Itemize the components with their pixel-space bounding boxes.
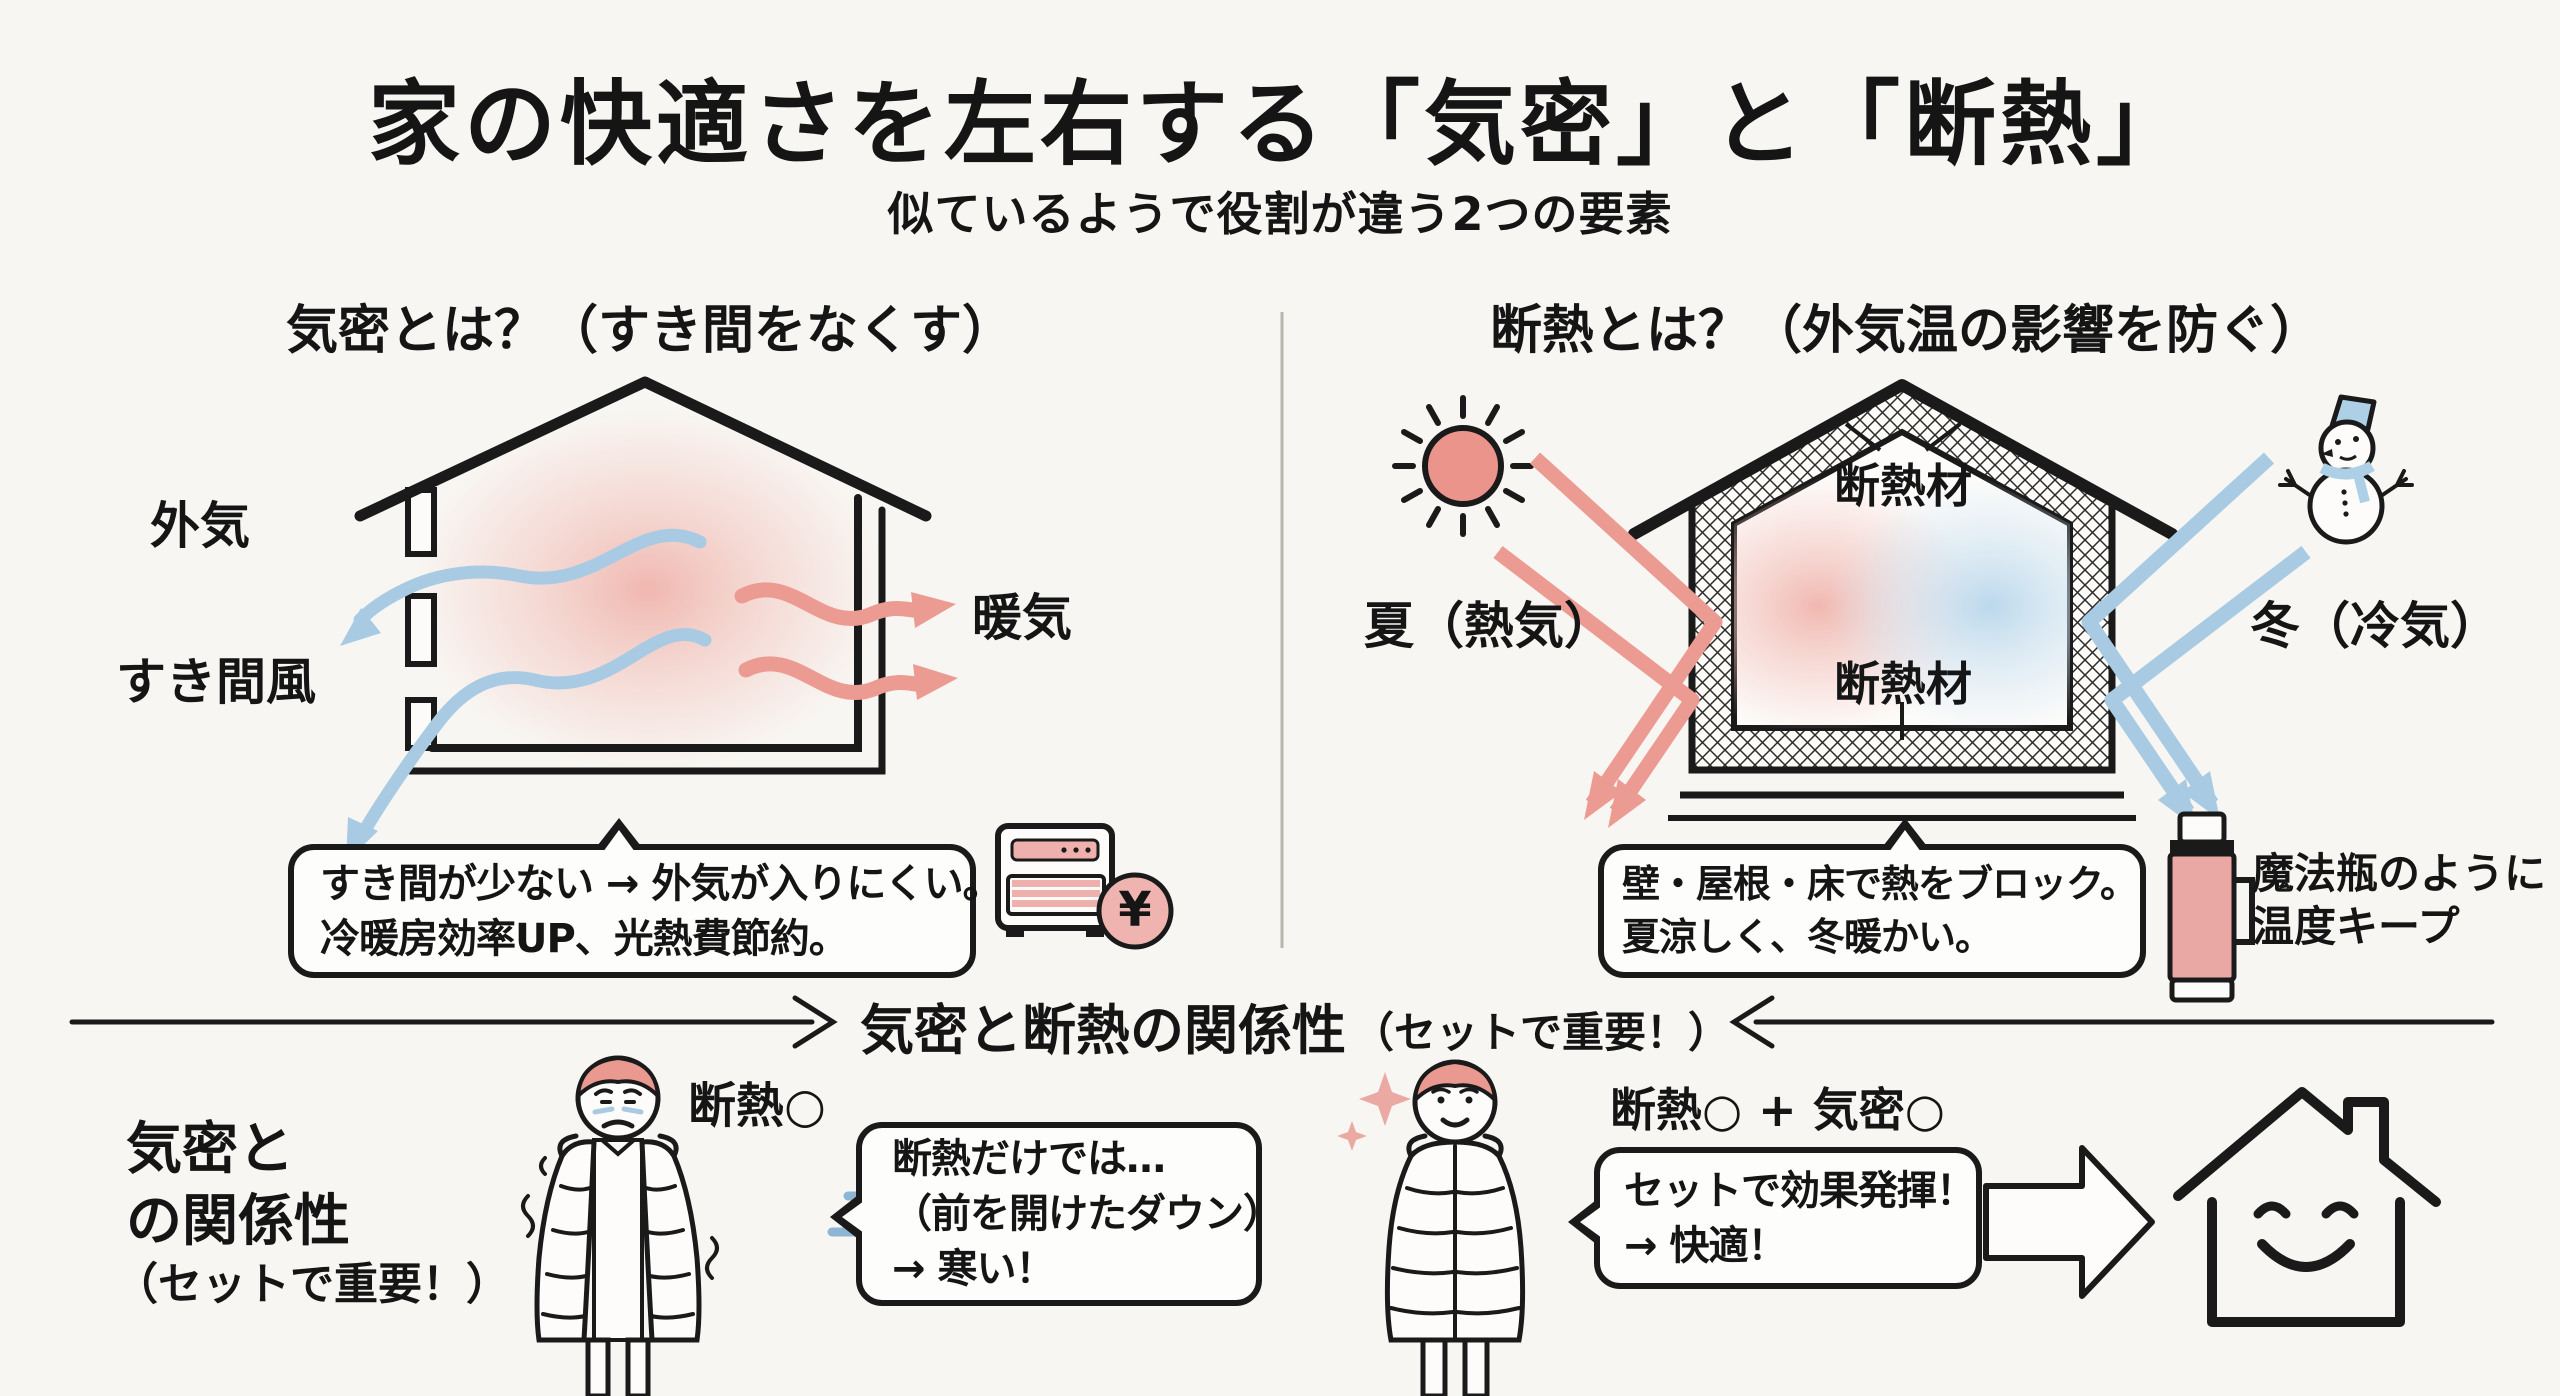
good-case-tag: 断熱○ + 気密○ xyxy=(1610,1083,1945,1137)
heater-icon xyxy=(995,823,1115,937)
hair xyxy=(1412,1059,1498,1106)
label-insulation-top: 断熱材 xyxy=(1834,459,1972,513)
insulation-callout-bubble: 壁・屋根・床で熱をブロック。 夏涼しく、冬暖かい。 xyxy=(1598,818,2146,978)
banner-arrows xyxy=(69,995,2495,1049)
shiver-marks xyxy=(521,1156,719,1280)
label-draft: すき間風 xyxy=(116,653,316,711)
smiling-house-icon xyxy=(2173,1087,2441,1327)
yen-coin-icon xyxy=(1096,872,1174,950)
good-bubble-line2: → 快適！ xyxy=(1624,1222,1787,1269)
sparkle-icon xyxy=(1337,1072,1411,1151)
insulated-house-icon xyxy=(1628,379,2178,821)
relation-caption-line2: の関係性 xyxy=(126,1189,350,1254)
good-case-bubble: セットで効果発揮！ → 快適！ xyxy=(1568,1147,1982,1289)
relation-banner-subtitle: （セットで重要！） xyxy=(1352,1008,1731,1057)
hair xyxy=(575,1055,661,1102)
yen-symbol: ¥ xyxy=(1118,882,1152,938)
summer-heat-arrow-icon xyxy=(1493,452,1723,828)
thermos-note-line2: 温度キープ xyxy=(2252,901,2460,951)
cold-air-arrow-icon xyxy=(340,528,712,862)
sun-icon xyxy=(1392,395,1534,537)
roof-overhang xyxy=(1628,379,2178,540)
warm-person-icon xyxy=(1337,1059,1526,1396)
relation-caption-line3: （セットで重要！） xyxy=(114,1259,510,1310)
page-subtitle: 似ているようで役割が違う2つの要素 xyxy=(887,187,1673,241)
big-result-arrow-icon xyxy=(1983,1145,2155,1299)
insulation-callout-line1: 壁・屋根・床で熱をブロック。 xyxy=(1622,862,2138,907)
label-summer: 夏（熱気） xyxy=(1364,597,1614,655)
bad-bubble-line2: （前を開けたダウン） xyxy=(892,1191,1283,1237)
thermos-icon xyxy=(2167,811,2255,1003)
insulation-callout-line2: 夏涼しく、冬暖かい。 xyxy=(1622,914,1993,959)
airtight-callout-line1: すき間が少ない → 外気が入りにくい。 xyxy=(320,860,1003,907)
roof xyxy=(354,376,932,522)
warm-air-arrow-icon xyxy=(734,582,958,701)
airtight-callout-bubble: すき間が少ない → 外気が入りにくい。 冷暖房効率UP、光熱費節約。 xyxy=(288,818,1003,978)
bad-bubble-line1: 断熱だけでは… xyxy=(892,1136,1166,1182)
cold-person-icon xyxy=(521,1055,719,1396)
insulation-label-pointers xyxy=(1844,422,1962,740)
snowman-icon xyxy=(2278,394,2414,545)
thermos-note-line1: 魔法瓶のように xyxy=(2252,849,2547,898)
relation-banner-title: 気密と断熱の関係性 xyxy=(860,999,1346,1062)
bad-bubble-line3: → 寒い！ xyxy=(892,1246,1055,1292)
relation-caption-line1: 気密と xyxy=(126,1117,294,1182)
label-winter: 冬（冷気） xyxy=(2250,597,2500,655)
thermos-note: 魔法瓶のように 温度キープ xyxy=(2252,848,2546,953)
relation-banner: 気密と断熱の関係性 （セットで重要！） xyxy=(860,986,1730,1065)
bad-case-bubble: 断熱だけでは… （前を開けたダウン） → 寒い！ xyxy=(830,1122,1283,1306)
insulation-heading: 断熱とは？（外気温の影響を防ぐ） xyxy=(1490,301,2323,361)
airtight-callout-line2: 冷暖房効率UP、光熱費節約。 xyxy=(320,915,849,962)
label-warm-air: 暖気 xyxy=(972,589,1072,647)
page-title: 家の快適さを左右する「気密」と「断熱」 xyxy=(367,71,2192,178)
bad-case-tag: 断熱○ xyxy=(688,1078,826,1134)
label-outside-air: 外気 xyxy=(150,497,250,555)
interior-temperature-glow xyxy=(1734,476,2070,728)
leaky-wall xyxy=(405,487,437,751)
label-insulation-bottom: 断熱材 xyxy=(1834,657,1972,711)
airtight-heading: 気密とは？（すき間をなくす） xyxy=(286,301,1015,361)
good-bubble-line1: セットで効果発揮！ xyxy=(1624,1167,1976,1214)
